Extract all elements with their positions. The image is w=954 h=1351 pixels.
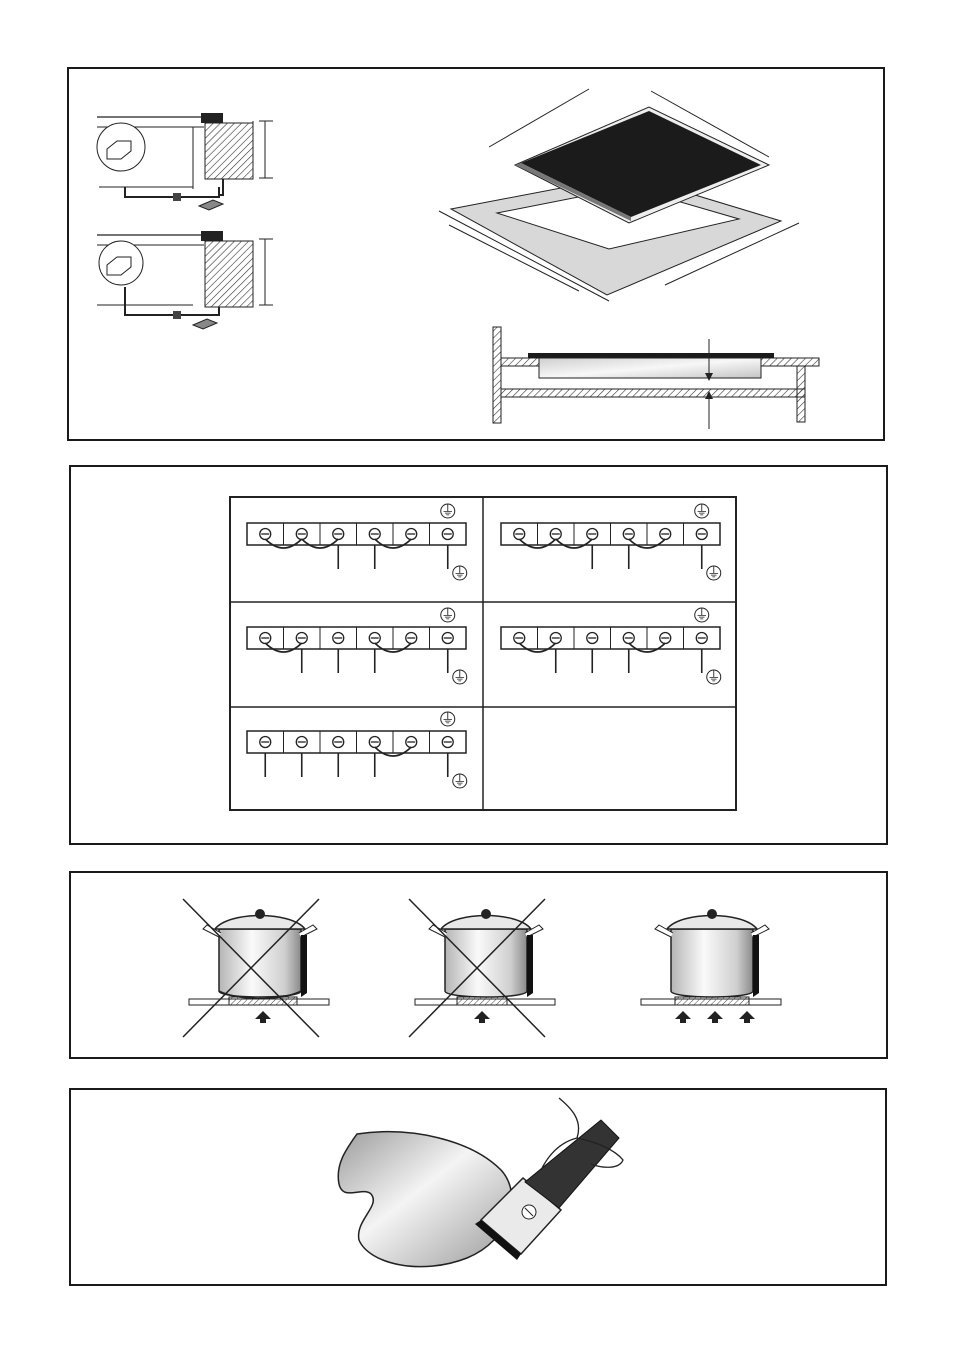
clamp-detail-top [97, 113, 273, 210]
clamp-detail-bottom [97, 231, 273, 329]
installation-panel [67, 67, 885, 441]
cookware-illustrations [71, 873, 890, 1061]
pot-warped-bottom-wrong [183, 899, 329, 1037]
pot-too-small-wrong [409, 899, 555, 1037]
cleaning-panel [69, 1088, 887, 1286]
scraper-cleaning [71, 1090, 889, 1288]
installation-illustrations [69, 69, 887, 443]
wiring-panel: ⏚⏚ ⏚⏚ ⏚⏚ ⏚⏚ ⏚⏚ [69, 465, 888, 845]
cookware-panel [69, 871, 888, 1059]
wiring-diagrams: ⏚⏚ ⏚⏚ ⏚⏚ ⏚⏚ ⏚⏚ [71, 467, 890, 847]
hob-section-view [493, 327, 819, 429]
glass-surface [338, 1132, 512, 1267]
hob-cutout-perspective [439, 89, 799, 301]
pot-correct [641, 909, 781, 1023]
